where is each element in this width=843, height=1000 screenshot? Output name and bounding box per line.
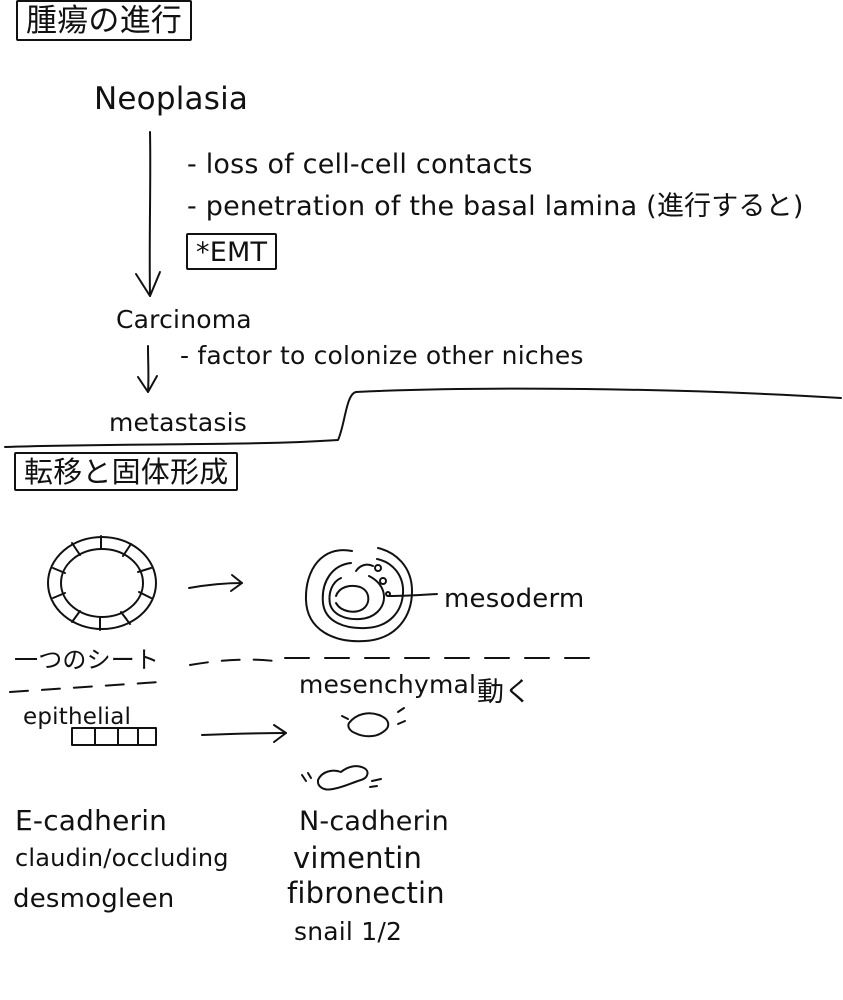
- mesenchymal-marker-4: snail 1/2: [294, 917, 403, 946]
- neoplasia-to-carcinoma-arrowhead: [135, 271, 161, 297]
- emt-label: *EMT: [186, 233, 278, 270]
- stage-carcinoma: Carcinoma: [116, 305, 252, 334]
- hollow-cell-ring-diagram: [47, 535, 157, 631]
- ring-to-embryo-arrowhead: [230, 574, 243, 592]
- ring-to-embryo-arrow: [188, 582, 243, 589]
- neoplasia-note-2: - penetration of the basal lamina (進行すると…: [187, 191, 804, 222]
- embryo-mesoderm-diagram: [304, 547, 438, 643]
- mesenchymal-marker-2: vimentin: [293, 841, 423, 875]
- section-title-tumor-progression: 腫瘍の進行: [16, 0, 192, 41]
- mesenchymal-label: mesenchymal: [299, 670, 477, 699]
- epithelial-marker-1: E-cadherin: [15, 804, 168, 837]
- epithelial-marker-3: desmogleen: [13, 884, 175, 914]
- neoplasia-note-1: - loss of cell-cell contacts: [187, 149, 533, 180]
- moves-label: 動く: [477, 677, 532, 708]
- mesenchymal-cell-upper: [341, 707, 406, 738]
- section-title-metastasis-solid-formation: 転移と固体形成: [14, 452, 239, 491]
- mesenchymal-marker-1: N-cadherin: [299, 806, 449, 837]
- epithelial-to-mesenchymal-arrowhead: [273, 724, 287, 743]
- carcinoma-to-metastasis-arrowhead: [137, 375, 158, 393]
- epithelial-label: epithelial: [23, 704, 132, 730]
- epithelial-sheet-diagram: [71, 727, 157, 746]
- epithelial-to-mesenchymal-arrow: [201, 732, 287, 736]
- epithelial-marker-2: claudin/occluding: [15, 844, 229, 872]
- neoplasia-to-carcinoma-arrow-shaft: [148, 131, 152, 297]
- stage-neoplasia: Neoplasia: [94, 81, 249, 117]
- stage-metastasis: metastasis: [109, 408, 247, 437]
- one-sheet-label: 一つのシート: [14, 646, 160, 674]
- mesoderm-label: mesoderm: [444, 584, 585, 614]
- carcinoma-note: - factor to colonize other niches: [180, 341, 584, 370]
- mesenchymal-marker-3: fibronectin: [287, 876, 445, 910]
- mesenchymal-cell-lower: [301, 765, 382, 791]
